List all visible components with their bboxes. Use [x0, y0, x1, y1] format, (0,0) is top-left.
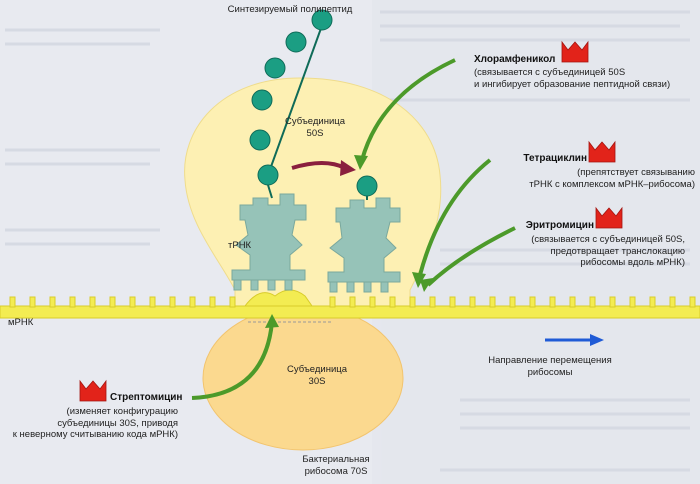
subunit-50s [184, 77, 442, 319]
mrna-codon-tooth [69, 296, 76, 308]
antibiotic-arrowheads [265, 155, 433, 328]
trna-left-anticodon [233, 279, 293, 291]
mrna-codon-tooth [529, 296, 536, 308]
mrna-codon-tooth [9, 296, 16, 308]
mrna-codon-tooth [449, 296, 456, 308]
mrna-codon-tooth [149, 296, 156, 308]
amino-acid-incoming [356, 175, 378, 197]
trna-right [327, 197, 401, 283]
mrna-codon-tooth [349, 296, 356, 308]
erythromycin-name: Эритромицин [525, 220, 594, 231]
trna-label: тРНК [228, 240, 252, 251]
subunit-50s-label: Субъединица 50S [285, 116, 345, 139]
mrna-codon-tooth [549, 296, 556, 308]
direction-label: Направление перемещения рибосомы [488, 355, 612, 378]
mrna-codon-tooth [609, 296, 616, 308]
chloramphenicol-name: Хлорамфеникол [474, 54, 556, 65]
tetracycline-description: (препятствует связыванию тРНК с комплекс… [529, 167, 695, 190]
mrna-codon-tooth [469, 296, 476, 308]
mrna-codon-tooth [589, 296, 596, 308]
trna-left [231, 193, 307, 281]
mrna-codon-tooth [689, 296, 696, 308]
mrna-codon-tooth [669, 296, 676, 308]
mrna-codon-tooth [569, 296, 576, 308]
mrna-codon-tooth [129, 296, 136, 308]
mrna-teeth [9, 296, 696, 308]
mrna-codon-tooth [229, 296, 236, 308]
mrna-codon-tooth [409, 296, 416, 308]
streptomycin-description: (изменяет конфигурацию субъединицы 30S, … [12, 406, 178, 440]
antibiotic-arrows [191, 58, 516, 400]
mrna-codon-tooth [169, 296, 176, 308]
chloramphenicol-description: (связывается с субъединицей 50S и ингиби… [474, 67, 671, 90]
streptomycin-name: Стрептомицин [110, 392, 183, 403]
trna-right-anticodon [329, 281, 389, 293]
mrna-codon-tooth [209, 296, 216, 308]
mrna-codon-tooth [629, 296, 636, 308]
mrna-codon-tooth [489, 296, 496, 308]
ribosome-label: Бактериальная рибосома 70S [302, 454, 370, 477]
mrna-label: мРНК [8, 317, 34, 328]
polypeptide-label: Синтезируемый полипептид [227, 4, 353, 15]
mrna-codon-tooth [49, 296, 56, 308]
direction-arrow [545, 334, 604, 346]
mrna-codon-tooth [329, 296, 336, 308]
mrna-codon-tooth [189, 296, 196, 308]
antibiotic-icons [79, 40, 623, 402]
subunit-30s-label: Субъединица 30S [287, 364, 347, 387]
mrna-codon-tooth [429, 296, 436, 308]
mrna-codon-tooth [89, 296, 96, 308]
mrna-codon-tooth [649, 296, 656, 308]
mrna-codon-tooth [509, 296, 516, 308]
mrna-codon-tooth [109, 296, 116, 308]
polypeptide-chain [249, 9, 333, 199]
erythromycin-description: (связывается с субъединицей 50S, предотв… [531, 234, 685, 268]
mrna-codon-tooth [29, 296, 36, 308]
mrna-codon-tooth [369, 296, 376, 308]
tetracycline-name: Тетрациклин [523, 153, 587, 164]
mrna-codon-tooth [389, 296, 396, 308]
